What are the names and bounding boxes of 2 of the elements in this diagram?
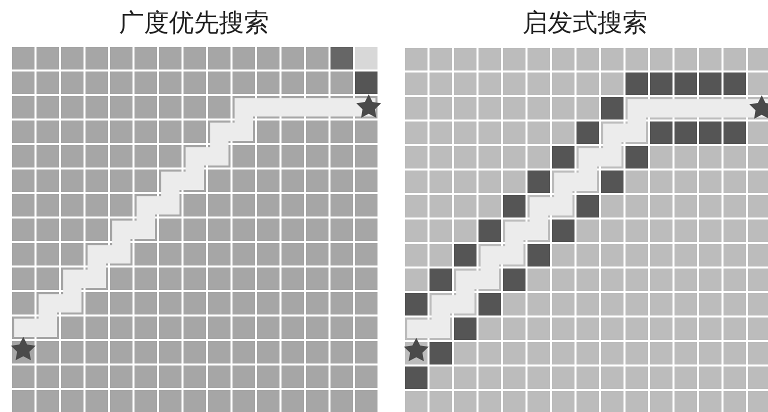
panel-title: 广度优先搜索: [119, 7, 269, 39]
panel-title: 启发式搜索: [522, 7, 648, 39]
